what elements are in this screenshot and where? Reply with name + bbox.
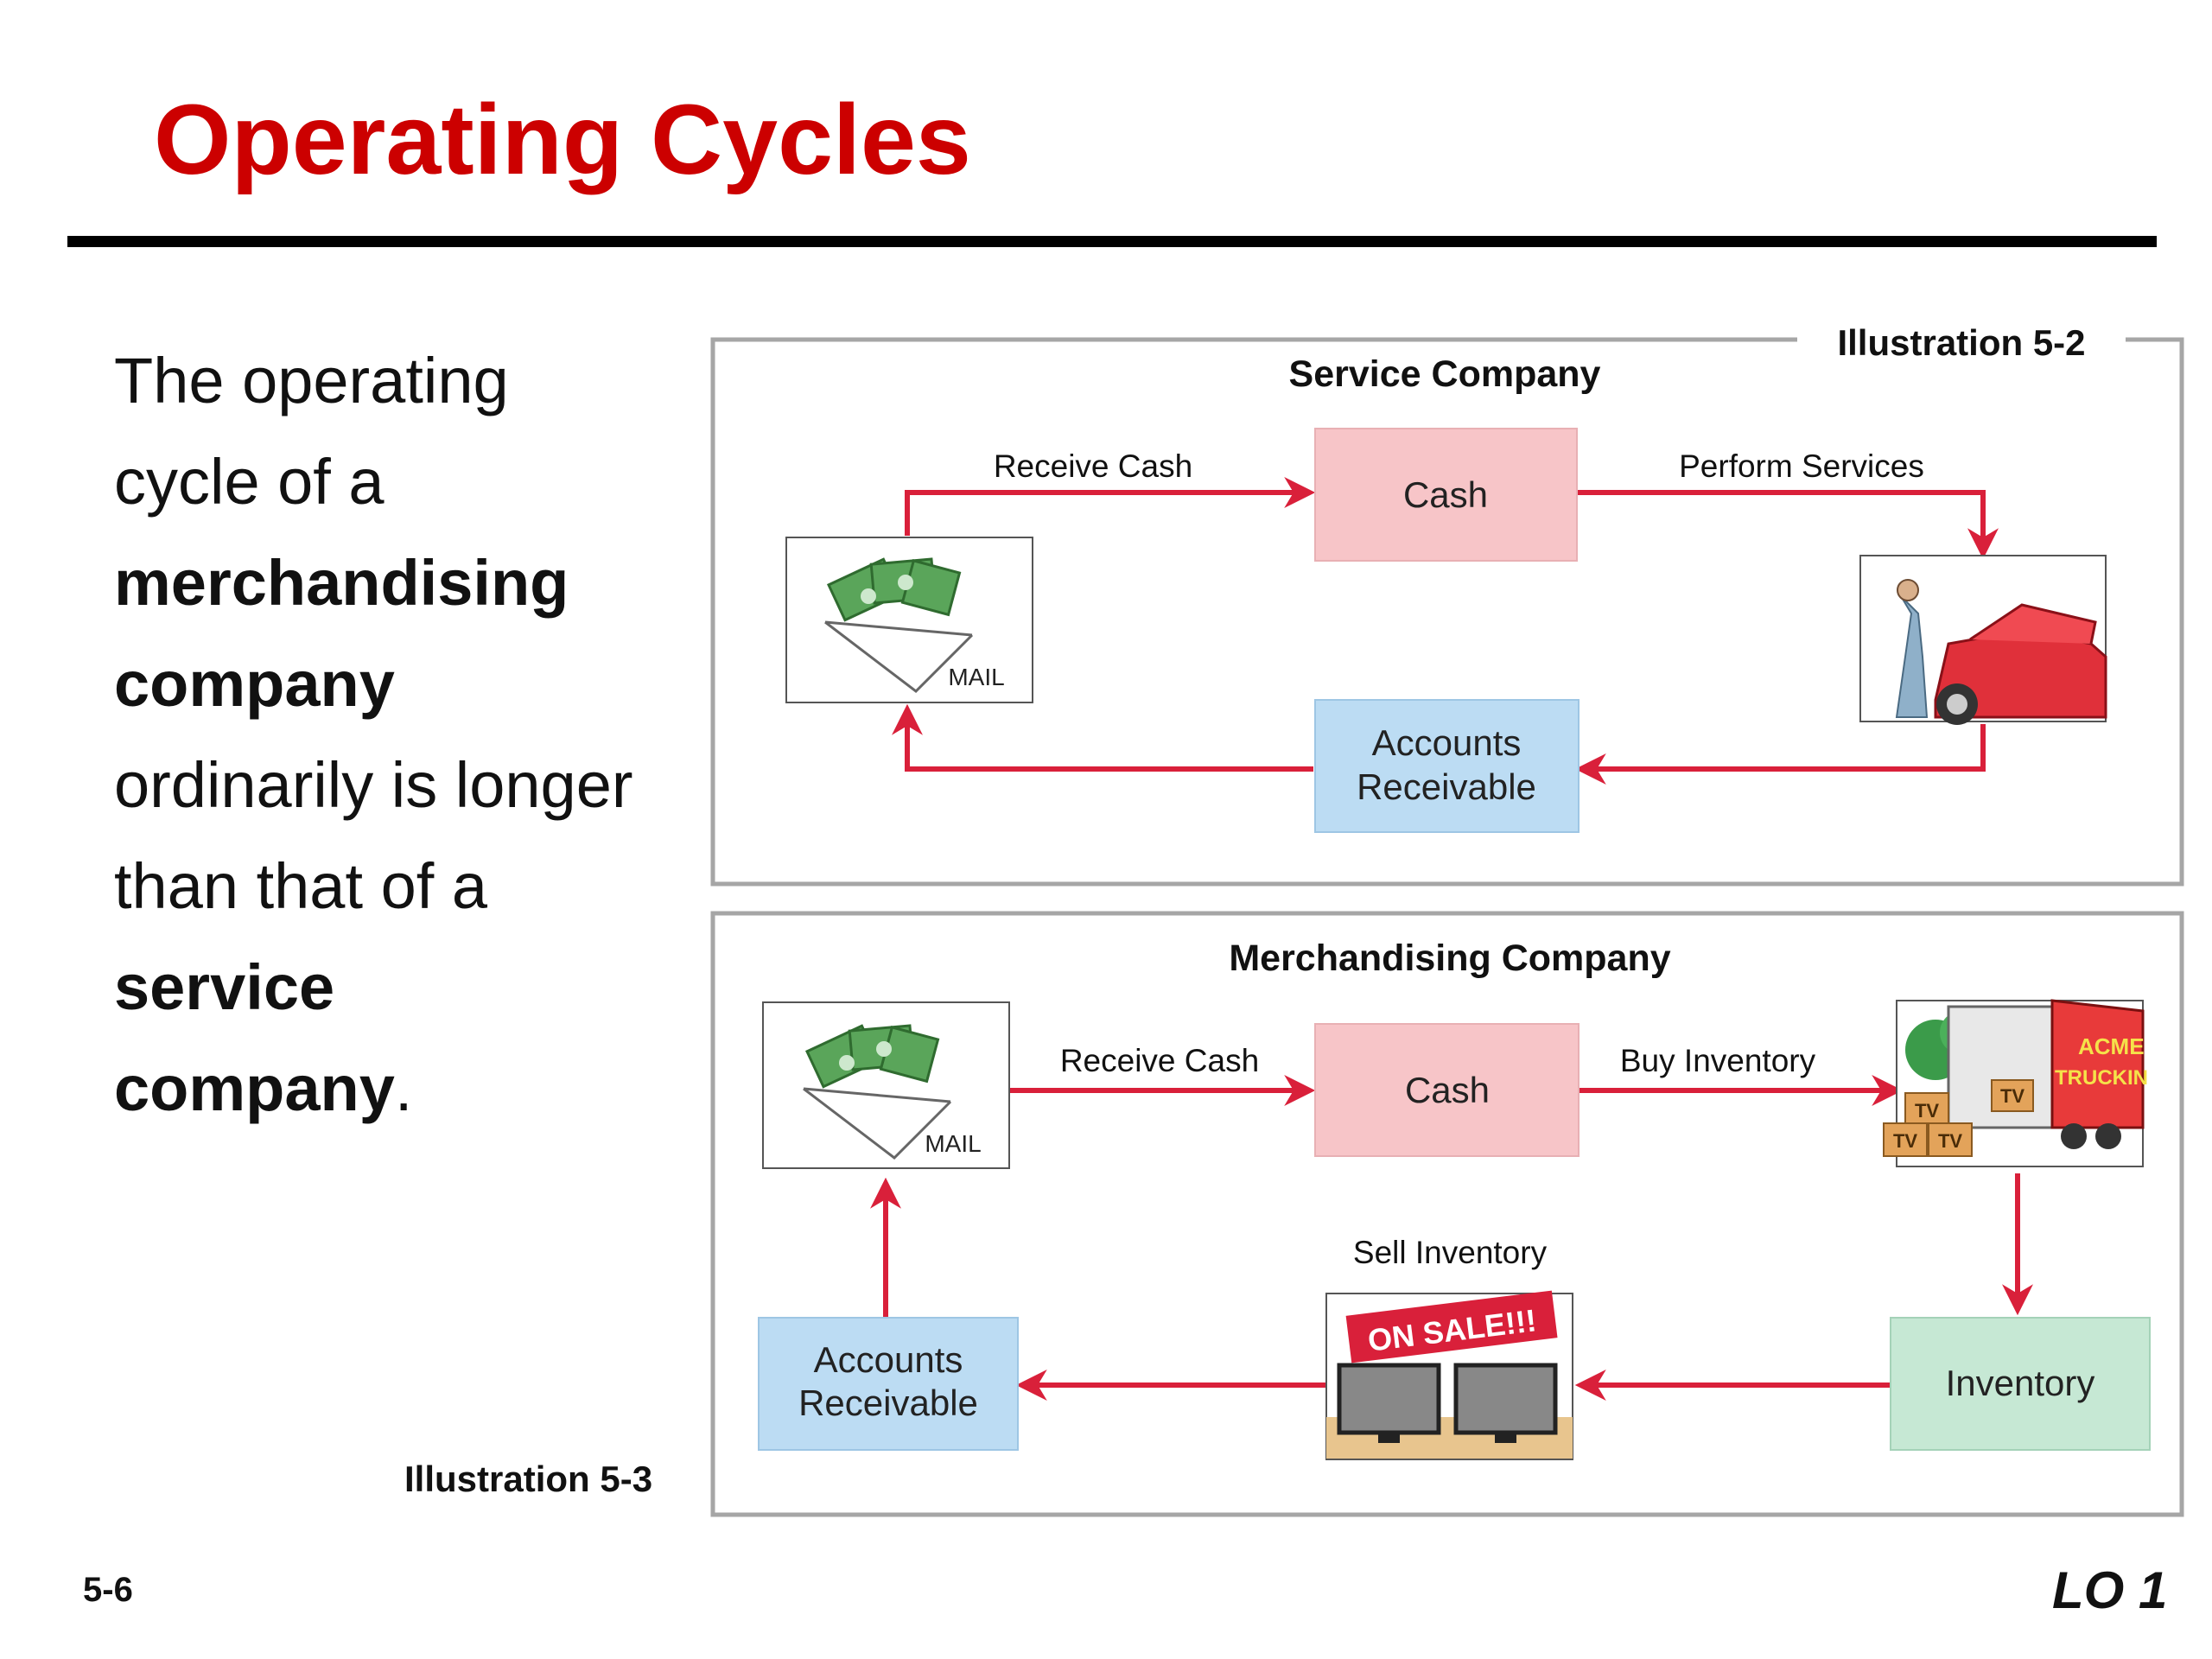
body-line: than that of a	[114, 850, 488, 922]
service-cash-label: Cash	[1403, 474, 1488, 515]
money-envelope-icon: MAIL	[785, 537, 1033, 703]
service-company-panel: Illustration 5-2 Service Company Receive…	[710, 322, 2184, 887]
service-ar-box	[1314, 699, 1580, 833]
body-line: ordinarily is longer	[114, 749, 633, 821]
tv-box-label: TV	[1938, 1130, 1962, 1152]
title-rule	[67, 236, 2157, 247]
body-line-bold: company	[114, 648, 395, 720]
illustration-5-3-label: Illustration 5-3	[404, 1459, 653, 1499]
merch-ar-line2: Receivable	[798, 1382, 978, 1423]
tv-box-label: TV	[1915, 1100, 1939, 1122]
body-period: .	[394, 1052, 413, 1124]
merch-inventory-label: Inventory	[1946, 1363, 2095, 1403]
merchandising-company-title: Merchandising Company	[1229, 938, 1670, 979]
body-line-bold: service	[114, 951, 335, 1023]
merch-sell-inventory-label: Sell Inventory	[1353, 1235, 1548, 1270]
truck-label-line2: TRUCKIN	[2055, 1066, 2148, 1090]
merch-mail-label: MAIL	[925, 1130, 981, 1157]
tv-box-label: TV	[1893, 1130, 1917, 1152]
merch-ar-box	[758, 1317, 1019, 1451]
body-line: cycle of a	[114, 446, 385, 518]
service-arrow-receive-cash	[905, 477, 1316, 536]
merch-cash-label: Cash	[1405, 1070, 1490, 1110]
illustration-5-2-label: Illustration 5-2	[1837, 322, 2085, 363]
truck-label-line1: ACME	[2078, 1033, 2145, 1059]
learning-objective: LO 1	[2052, 1561, 2168, 1619]
service-cash-box	[1314, 428, 1578, 562]
mechanic-car-icon	[1859, 555, 2107, 725]
slide-title: Operating Cycles	[154, 85, 971, 195]
service-company-title: Service Company	[1289, 353, 1601, 395]
slide-number: 5-6	[83, 1571, 133, 1609]
service-ar-line2: Receivable	[1357, 766, 1536, 807]
service-receive-cash-label: Receive Cash	[994, 448, 1192, 484]
merch-buy-inventory-label: Buy Inventory	[1620, 1043, 1816, 1078]
merch-cash-box	[1314, 1023, 1580, 1157]
tv-box-label: TV	[2000, 1085, 2024, 1107]
service-ar-line1: Accounts	[1372, 722, 1522, 763]
merch-receive-cash-label: Receive Cash	[1060, 1043, 1259, 1078]
tv-sale-icon: ON SALE!!!	[1325, 1290, 1573, 1460]
money-envelope-icon: MAIL	[762, 1001, 1010, 1169]
merch-panel-frame	[710, 911, 2184, 1517]
service-panel-frame	[710, 337, 2184, 887]
service-arrow-to-receivable	[1574, 724, 1986, 785]
merch-ar-line1: Accounts	[814, 1339, 963, 1380]
merchandising-company-panel: Merchandising Company Receive Cash Buy I…	[710, 911, 2184, 1517]
body-line: The operating	[114, 345, 509, 416]
merch-inventory-box	[1890, 1317, 2151, 1451]
body-line-bold: company	[114, 1052, 395, 1124]
service-mail-label: MAIL	[948, 664, 1004, 690]
service-arrow-collect	[892, 703, 1313, 772]
body-line-bold: merchandising	[114, 547, 569, 619]
delivery-truck-icon: ACME TRUCKIN TV TV TV TV	[1883, 999, 2148, 1167]
service-arrow-perform-services	[1577, 490, 1999, 560]
service-perform-services-label: Perform Services	[1679, 448, 1924, 484]
body-text: The operating cycle of a merchandising c…	[114, 330, 702, 1139]
